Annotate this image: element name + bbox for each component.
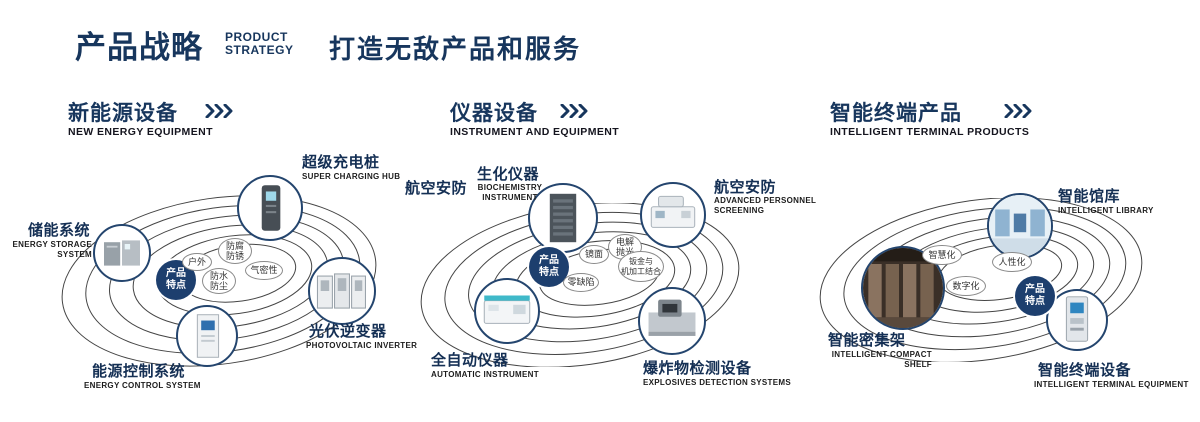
product-name: 光伏逆变器: [309, 323, 387, 340]
product-name: 智能密集架: [828, 332, 906, 349]
product-name-en: INTELLIGENT TERMINAL EQUIPMENT: [1034, 380, 1189, 389]
feature-bubble: 钣金与 机加工结合: [618, 251, 664, 282]
page-title-en: PRODUCT STRATEGY: [225, 30, 294, 58]
product-name-en: EXPLOSIVES DETECTION SYSTEMS: [643, 378, 791, 387]
section-title-intelligent: 智能终端产品: [830, 102, 962, 125]
product-name-en: INTELLIGENT COMPACT SHELF: [831, 350, 932, 370]
intelligent-library-image: [987, 193, 1053, 259]
product-name: 爆炸物检测设备: [643, 360, 752, 377]
compact-shelf-image: [861, 246, 945, 330]
product-name: 智能馆库: [1058, 188, 1121, 205]
product-name: 航空安防: [405, 180, 468, 197]
section-subtitle-new-energy: NEW ENERGY EQUIPMENT: [68, 126, 213, 138]
personnel-screening-image: [640, 182, 706, 248]
section-title-new-energy: 新能源设备: [68, 102, 178, 125]
product-name-en: SUPER CHARGING HUB: [302, 172, 401, 181]
feature-bubble: 户外: [182, 253, 212, 271]
product-name: 超级充电桩: [302, 154, 380, 171]
feature-bubble: 防腐 防锈: [218, 238, 252, 264]
product-features-badge: 产品 特点: [1015, 276, 1055, 316]
explosives-detection-image: [638, 287, 706, 355]
product-features-badge: 产品 特点: [529, 247, 569, 287]
triple-chevron-icon: [560, 104, 588, 118]
section-subtitle-intelligent: INTELLIGENT TERMINAL PRODUCTS: [830, 126, 1030, 138]
product-name: 智能终端设备: [1038, 362, 1132, 379]
automatic-instrument-image: [474, 278, 540, 344]
biochemistry-rack-image: [528, 183, 598, 253]
section-subtitle-instrument: INSTRUMENT AND EQUIPMENT: [450, 126, 620, 138]
feature-bubble: 数字化: [946, 276, 986, 296]
product-name-en: ENERGY STORAGE SYSTEM: [12, 240, 92, 260]
feature-bubble: 镜面: [579, 245, 609, 264]
product-name: 储能系统: [28, 222, 91, 239]
triple-chevron-icon: [205, 104, 233, 118]
product-name-en: INTELLIGENT LIBRARY: [1058, 206, 1154, 215]
feature-bubble: 智慧化: [922, 245, 962, 265]
feature-bubble: 人性化: [992, 252, 1032, 272]
product-name: 航空安防: [714, 179, 777, 196]
pv-inverter-image: [308, 257, 376, 325]
product-name-en: PHOTOVOLTAIC INVERTER: [306, 341, 418, 350]
feature-bubble: 零缺陷: [563, 273, 599, 292]
product-name-en: ADVANCED PERSONNEL SCREENING: [714, 196, 817, 216]
page-title: 产品战略: [75, 30, 203, 65]
section-title-instrument: 仪器设备: [450, 102, 538, 125]
product-name: 能源控制系统: [92, 363, 186, 380]
product-name-en: AUTOMATIC INSTRUMENT: [431, 370, 539, 379]
product-name-en: BIOCHEMISTRY INSTRUMENT: [477, 183, 543, 203]
energy-storage-image: [93, 224, 151, 282]
product-name-en: ENERGY CONTROL SYSTEM: [84, 381, 201, 390]
charging-hub-image: [237, 175, 303, 241]
product-name: 生化仪器: [477, 166, 540, 183]
page-tagline: 打造无敌产品和服务: [329, 34, 582, 64]
energy-control-image: [176, 305, 238, 367]
terminal-kiosk-image: [1046, 289, 1108, 351]
product-name: 全自动仪器: [431, 352, 509, 369]
triple-chevron-icon: [1004, 104, 1032, 118]
feature-bubble: 气密性: [245, 261, 283, 280]
feature-bubble: 防水 防尘: [202, 268, 236, 294]
